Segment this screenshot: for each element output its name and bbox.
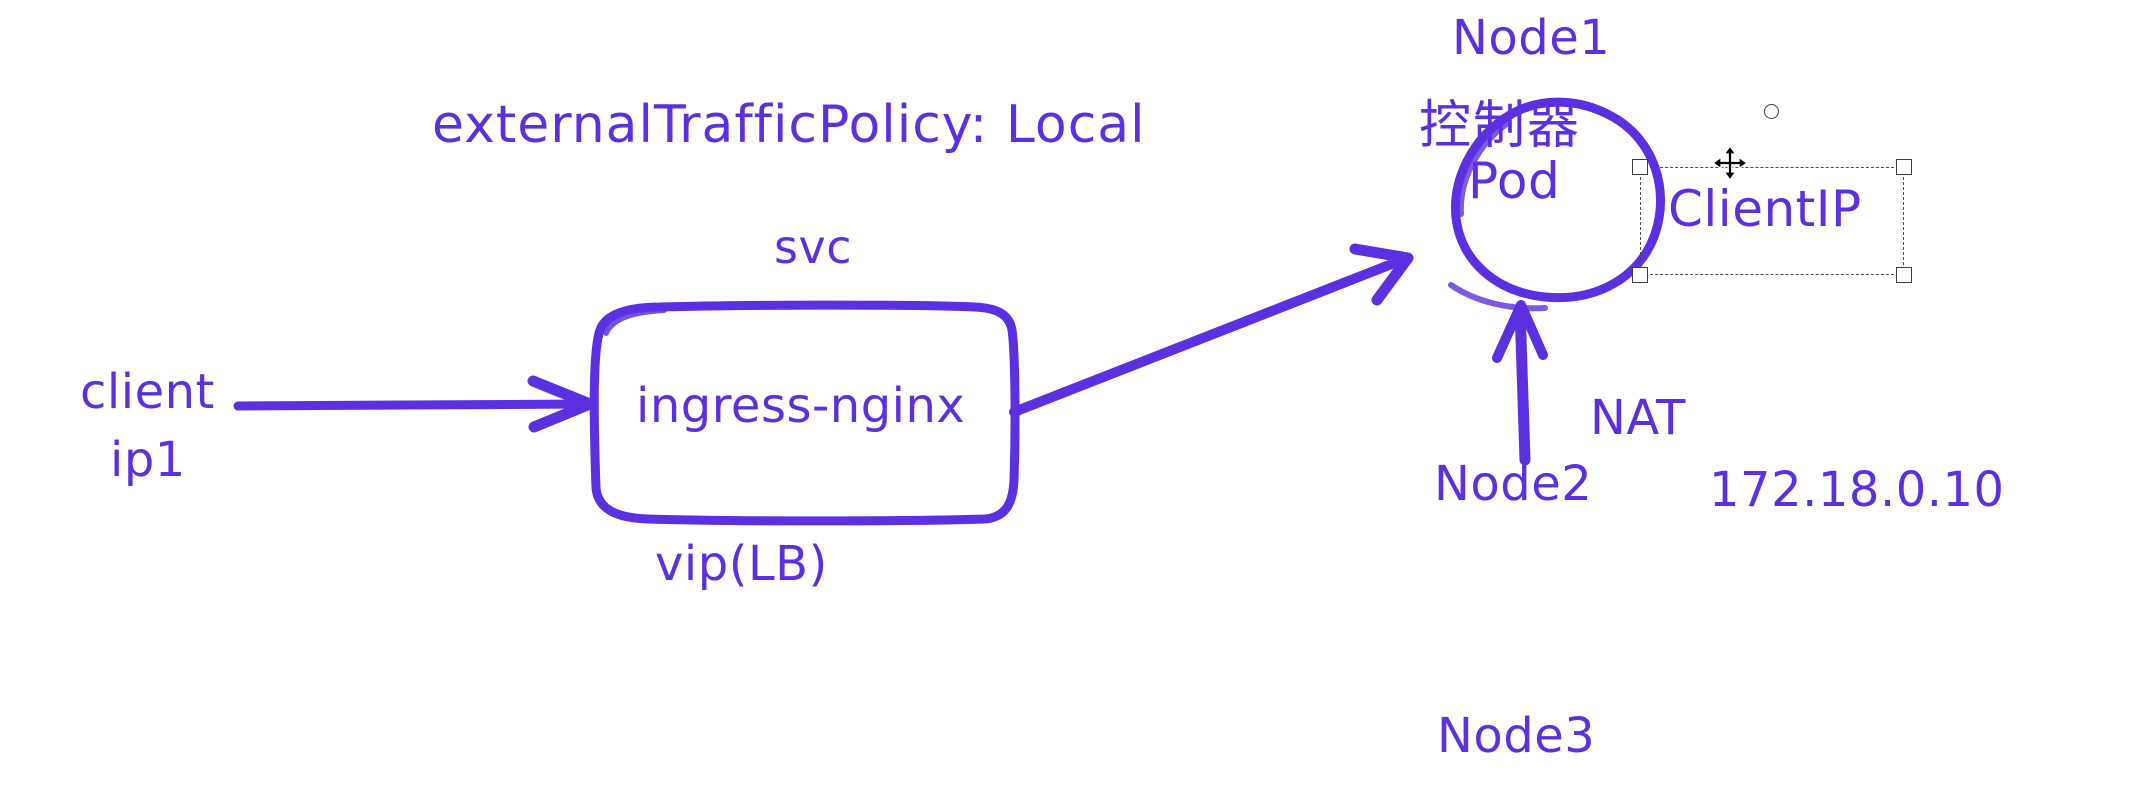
clientip-label[interactable]: ClientIP <box>1668 180 1862 238</box>
resize-handle-bottom-left[interactable] <box>1632 267 1648 283</box>
node1-label: Node1 <box>1452 10 1611 66</box>
node2-label: Node2 <box>1434 456 1593 512</box>
svc-label: svc <box>774 220 852 274</box>
resize-handle-top-right[interactable] <box>1896 159 1912 175</box>
selection-bounding-box[interactable] <box>1640 167 1904 275</box>
arrow-client-to-svc <box>233 375 596 433</box>
controller-label: 控制器 <box>1419 96 1582 156</box>
nat-label: NAT <box>1590 390 1686 446</box>
ingress-nginx-label: ingress-nginx <box>636 378 966 434</box>
node-ip-label: 172.18.0.10 <box>1709 462 2005 518</box>
pod-label: Pod <box>1468 152 1561 210</box>
rotate-handle[interactable] <box>1764 104 1779 119</box>
arrow-svc-to-pod <box>1009 243 1414 417</box>
arrow-node2-to-pod <box>1492 300 1548 466</box>
client-label: client <box>80 364 215 420</box>
resize-handle-bottom-right[interactable] <box>1896 267 1912 283</box>
resize-handle-top-left[interactable] <box>1632 159 1648 175</box>
node3-label: Node3 <box>1437 708 1596 764</box>
vip-lb-label: vip(LB) <box>655 536 828 592</box>
client-ip-label: ip1 <box>110 432 186 488</box>
external-traffic-policy-label: externalTrafficPolicy: Local <box>432 95 1146 155</box>
